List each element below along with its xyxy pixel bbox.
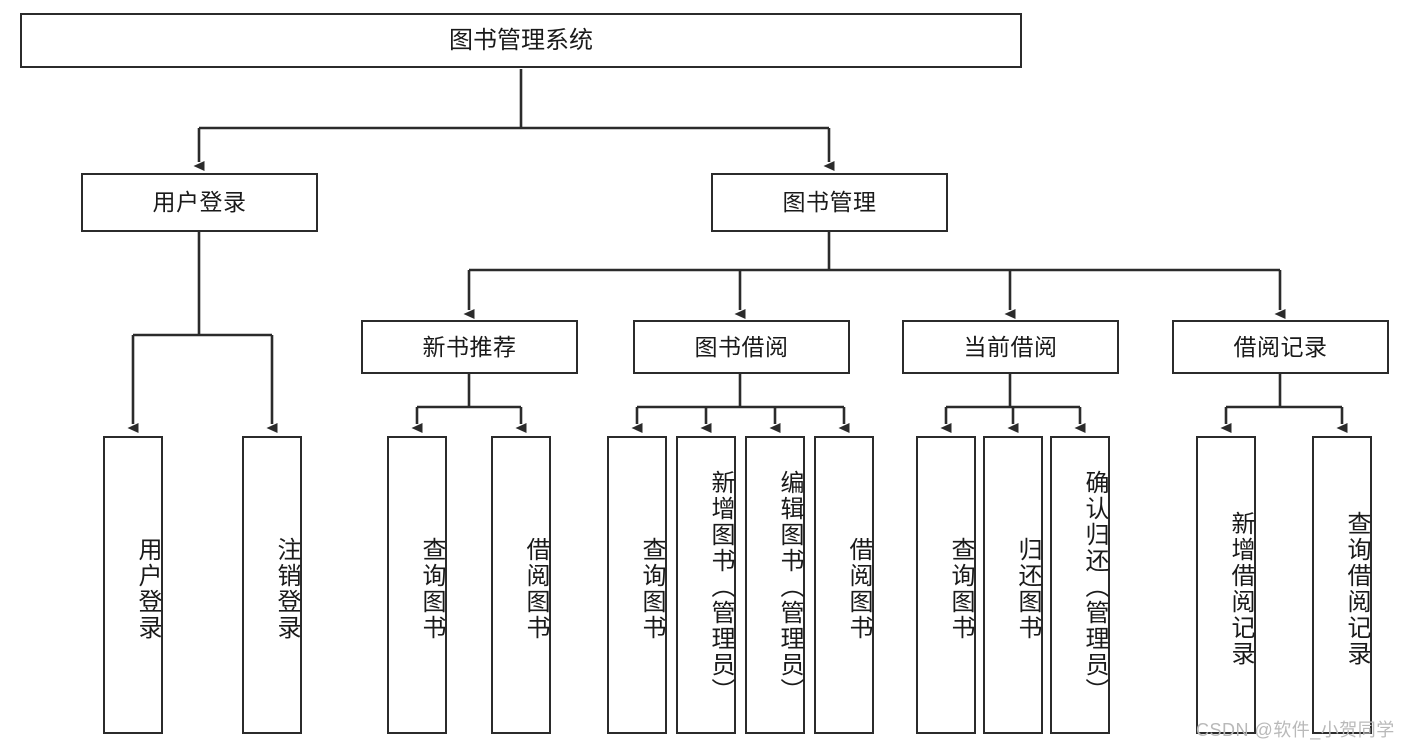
node-label: 新增图书（管理员）: [707, 470, 734, 704]
node-borrow-record[interactable]: 借阅记录: [1172, 320, 1389, 374]
node-book-borrow[interactable]: 图书借阅: [633, 320, 850, 374]
node-label: 借阅图书: [845, 537, 872, 641]
leaf-query-book-2[interactable]: 查询图书: [607, 436, 667, 734]
csdn-watermark: CSDN @软件_小贺同学: [1196, 720, 1395, 740]
leaf-borrow-book-1[interactable]: 借阅图书: [491, 436, 551, 734]
leaf-query-book-3[interactable]: 查询图书: [916, 436, 976, 734]
node-label: 查询图书: [638, 537, 665, 641]
leaf-user-login[interactable]: 用户登录: [103, 436, 163, 734]
node-root-system[interactable]: 图书管理系统: [20, 13, 1022, 68]
node-label: 查询图书: [947, 537, 974, 641]
node-label: 当前借阅: [963, 333, 1058, 360]
leaf-add-book[interactable]: 新增图书（管理员）: [676, 436, 736, 734]
node-label: 借阅记录: [1233, 333, 1328, 360]
node-label: 确认归还（管理员）: [1081, 470, 1108, 704]
leaf-return-book[interactable]: 归还图书: [983, 436, 1043, 734]
node-label: 用户登录: [152, 189, 247, 216]
node-label: 用户登录: [134, 537, 161, 641]
leaf-add-record[interactable]: 新增借阅记录: [1196, 436, 1256, 734]
node-label: 注销登录: [273, 537, 300, 641]
node-user-login[interactable]: 用户登录: [81, 173, 318, 232]
node-label: 编辑图书（管理员）: [776, 470, 803, 704]
leaf-query-book-1[interactable]: 查询图书: [387, 436, 447, 734]
node-new-book-recommend[interactable]: 新书推荐: [361, 320, 578, 374]
node-label: 查询图书: [418, 537, 445, 641]
leaf-edit-book[interactable]: 编辑图书（管理员）: [745, 436, 805, 734]
node-label: 新书推荐: [422, 333, 517, 360]
node-label: 图书管理系统: [449, 26, 593, 54]
node-label: 图书借阅: [694, 333, 789, 360]
node-label: 新增借阅记录: [1227, 511, 1254, 667]
node-label: 图书管理: [782, 189, 877, 216]
node-book-manage[interactable]: 图书管理: [711, 173, 948, 232]
node-label: 查询借阅记录: [1343, 511, 1370, 667]
leaf-borrow-book-2[interactable]: 借阅图书: [814, 436, 874, 734]
leaf-confirm-return[interactable]: 确认归还（管理员）: [1050, 436, 1110, 734]
node-label: 借阅图书: [522, 537, 549, 641]
leaf-query-record[interactable]: 查询借阅记录: [1312, 436, 1372, 734]
node-current-borrow[interactable]: 当前借阅: [902, 320, 1119, 374]
node-label: 归还图书: [1014, 537, 1041, 641]
leaf-logout[interactable]: 注销登录: [242, 436, 302, 734]
